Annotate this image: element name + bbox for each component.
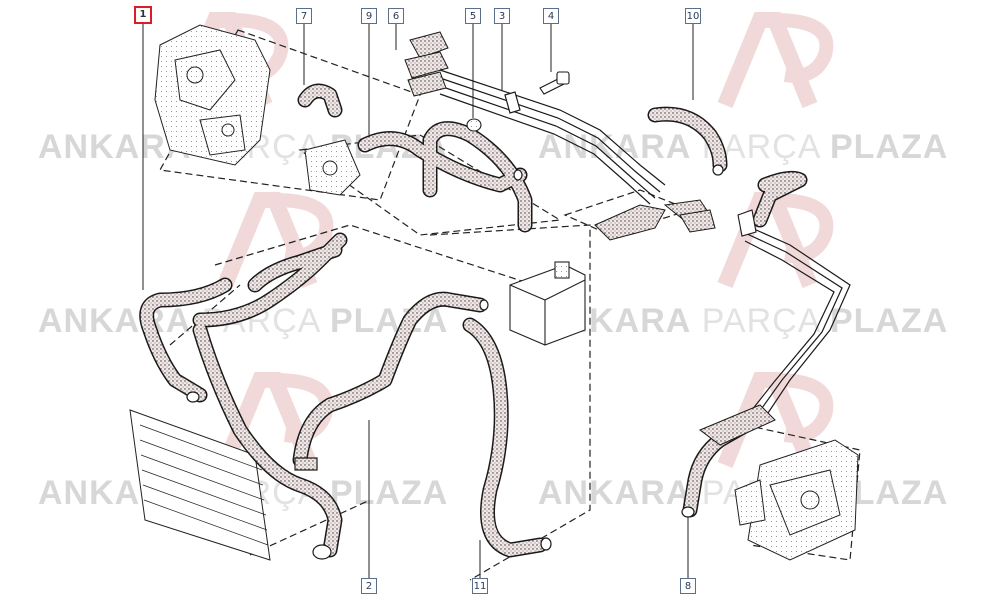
expansion-tank: [509, 261, 586, 346]
callout-3: 3: [494, 8, 510, 24]
callout-8: 8: [680, 578, 696, 594]
small-parts: [466, 71, 757, 237]
callout-1: 1: [134, 6, 152, 24]
leader-lines: [142, 24, 694, 578]
callout-7: 7: [296, 8, 312, 24]
callout-9: 9: [361, 8, 377, 24]
callout-2: 2: [361, 578, 377, 594]
callout-10: 10: [685, 8, 701, 24]
callout-11: 11: [472, 578, 488, 594]
callout-5: 5: [465, 8, 481, 24]
metal-pipes: [439, 69, 851, 426]
branch-hoses: [404, 31, 776, 446]
heater-unit: [734, 439, 859, 561]
hose-fill: [140, 85, 806, 556]
hose-ends: [186, 164, 724, 560]
callout-4: 4: [543, 8, 559, 24]
radiator: [129, 409, 271, 561]
engine-block: [154, 24, 361, 196]
callout-6: 6: [388, 8, 404, 24]
